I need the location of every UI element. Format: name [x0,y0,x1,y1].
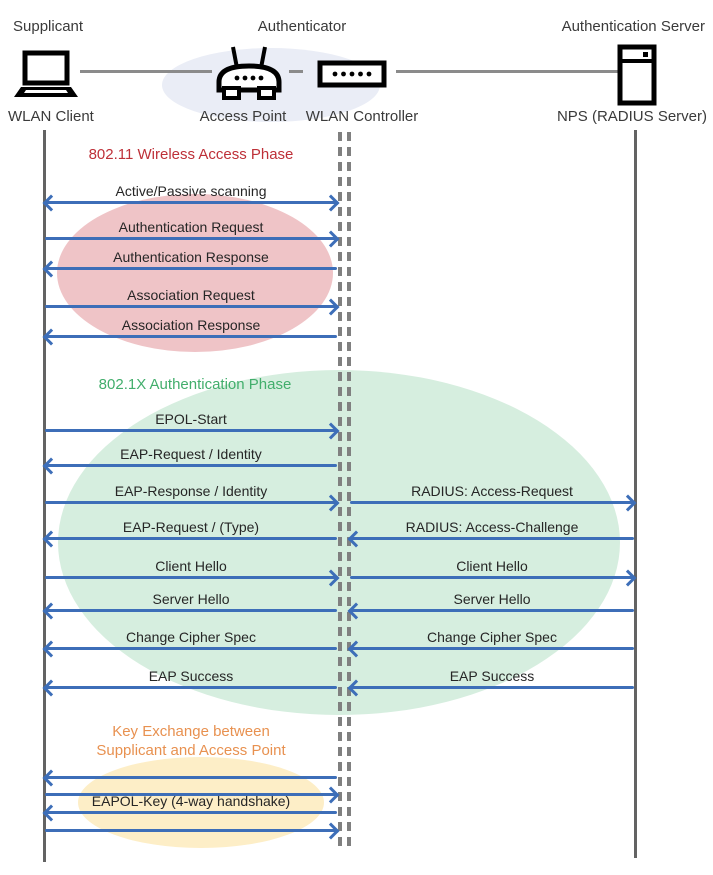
message-arrow: Association Request [45,287,337,308]
lifeline-controller-dash-left [338,132,342,852]
message-arrow: RADIUS: Access-Challenge [350,519,634,540]
message-label: Association Request [127,287,255,303]
message-arrow [45,793,337,796]
message-arrow: EAP Success [350,668,634,689]
connector-client-ap [80,70,212,73]
message-arrow [45,776,337,779]
role-authentication-server: Authentication Server [561,18,705,35]
device-label-wlan-client: WLAN Client [8,108,94,125]
message-arrow: Change Cipher Spec [45,629,337,650]
lifeline-controller-dash-right [347,132,351,852]
message-arrow: EPOL-Start [45,411,337,432]
role-authenticator: Authenticator [257,18,347,35]
connector-ap-controller [289,70,303,73]
message-arrow: RADIUS: Access-Request [350,483,634,504]
message-arrow: EAP-Request / (Type) [45,519,337,540]
message-label: Authentication Request [118,219,264,235]
message-arrow: Server Hello [45,591,337,612]
message-label: Active/Passive scanning [115,183,267,199]
message-label: Client Hello [456,558,528,574]
message-label: Change Cipher Spec [126,629,256,645]
phase-title-8021x: 802.1X Authentication Phase [98,376,292,393]
phase-ellipse-key-exchange [78,757,324,848]
message-label: Server Hello [152,591,230,607]
message-arrow: Association Response [45,317,337,338]
lifeline-radius-server [634,130,637,858]
message-label: Server Hello [453,591,531,607]
message-arrow: EAP-Request / Identity [45,446,337,467]
message-label: Change Cipher Spec [427,629,557,645]
message-label: EAP-Response / Identity [114,483,268,499]
message-arrow: EAPOL-Key (4-way handshake) [45,793,337,814]
server-icon [617,44,657,106]
message-arrow: Server Hello [350,591,634,612]
message-label: EAPOL-Key (4-way handshake) [91,793,291,809]
phase-title-80211: 802.11 Wireless Access Phase [88,146,294,163]
message-arrow: Change Cipher Spec [350,629,634,650]
message-label: RADIUS: Access-Request [411,483,573,499]
device-label-access-point: Access Point [199,108,287,125]
message-label: Association Response [121,317,261,333]
message-arrow: EAP Success [45,668,337,689]
message-arrow: Active/Passive scanning [45,183,337,204]
connector-controller-server [396,70,618,73]
wlan-controller-icon [317,60,387,88]
lifeline-wlan-client [43,130,46,862]
message-arrow: Authentication Response [45,249,337,270]
laptop-icon [12,50,80,102]
phase-ellipse-80211 [57,194,333,352]
message-arrow: Authentication Request [45,219,337,240]
message-label: EAP Success [148,668,234,684]
message-arrow [45,829,337,832]
device-label-wlan-controller: WLAN Controller [305,108,419,125]
message-label: Authentication Response [113,249,269,265]
message-arrow: Client Hello [350,558,634,579]
phase-title-key-exchange-line1: Key Exchange between [112,723,270,740]
message-arrow: EAP-Response / Identity [45,483,337,504]
message-arrow: Client Hello [45,558,337,579]
message-label: RADIUS: Access-Challenge [405,519,579,535]
message-label: EPOL-Start [155,411,227,427]
message-label: EAP-Request / (Type) [122,519,260,535]
message-label: EAP Success [449,668,535,684]
phase-title-key-exchange: Key Exchange between Supplicant and Acce… [45,722,337,760]
role-supplicant: Supplicant [13,18,84,35]
phase-title-key-exchange-line2: Supplicant and Access Point [96,742,286,759]
message-label: EAP-Request / Identity [120,446,262,462]
device-label-nps-radius-server: NPS (RADIUS Server) [556,108,707,125]
message-label: Client Hello [155,558,227,574]
access-point-icon [212,44,286,106]
